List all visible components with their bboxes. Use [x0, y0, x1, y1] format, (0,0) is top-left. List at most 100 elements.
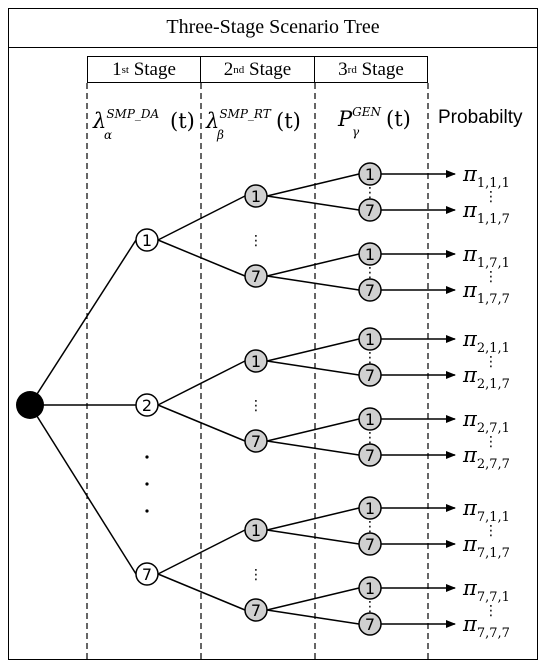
stage2-ellipsis-1: ⋮ — [249, 398, 263, 414]
stage2-node-1-0 — [244, 349, 268, 373]
probability-2-1-1: π2,1,1 — [462, 327, 510, 356]
branch-s2-1-1-to-s3-0 — [266, 418, 360, 442]
stage2-node-0-0 — [244, 184, 268, 208]
branch-s2-1-0-to-s3-1 — [266, 360, 360, 376]
stage-2-word: Stage — [249, 58, 292, 80]
stage3-node-1-0-1-label: 7 — [365, 366, 375, 385]
branch-s2-2-1-to-s3-1 — [266, 609, 360, 625]
stage3-node-0-0-1 — [358, 198, 382, 222]
probability-ellipsis-0-0: ⋮ — [484, 189, 498, 205]
branch-s1-2-to-s2-1 — [157, 573, 246, 611]
branch-s2-2-0-to-s3-1 — [266, 529, 360, 545]
diagram-title: Three-Stage Scenario Tree — [8, 8, 538, 48]
stage2-node-0-1-label: 7 — [251, 267, 261, 286]
stage3-node-0-0-0 — [358, 162, 382, 186]
stage1-dot-1 — [145, 482, 149, 486]
stage3-ellipsis-2-1: ⋮ — [363, 599, 377, 615]
branch-s1-1-to-s2-1 — [157, 404, 246, 442]
stage-3-var-sub: γ — [352, 125, 360, 139]
stage-2-var-arg: (t) — [276, 109, 301, 133]
stage3-node-2-1-0-label: 1 — [365, 579, 375, 598]
stage3-ellipsis-0-0: ⋮ — [363, 185, 377, 201]
stage1-node-1-label: 1 — [142, 231, 152, 250]
stage3-node-2-1-1 — [358, 612, 382, 636]
branch-s2-0-1-to-s3-1 — [266, 275, 360, 291]
tree-annotations: π1,1,1π1,1,7⋮⋮π1,7,1π1,7,7⋮⋮⋮π2,1,1π2,1,… — [145, 162, 510, 641]
branch-s2-0-0-to-s3-1 — [266, 195, 360, 211]
probability-7-7-1: π7,7,1 — [462, 576, 510, 605]
probability-2-7-1: π2,7,1 — [462, 407, 510, 436]
probability-7-7-7: π7,7,7 — [462, 612, 510, 641]
probability-7-1-7: π7,1,7 — [462, 532, 510, 561]
stage2-node-1-1-label: 7 — [251, 432, 261, 451]
branch-root-to-s1-0 — [29, 239, 137, 406]
stage2-node-2-0 — [244, 518, 268, 542]
stage3-node-2-0-0 — [358, 496, 382, 520]
root-node — [16, 391, 44, 419]
stage3-node-1-0-1 — [358, 363, 382, 387]
stage1-node-7 — [135, 562, 159, 586]
stage2-node-2-0-label: 1 — [251, 521, 261, 540]
stage3-ellipsis-0-1: ⋮ — [363, 265, 377, 281]
stage3-node-0-1-0 — [358, 242, 382, 266]
stage-1-word: Stage — [133, 58, 176, 80]
branch-s2-1-1-to-s3-1 — [266, 440, 360, 456]
stage2-node-0-1 — [244, 264, 268, 288]
probability-7-1-1: π7,1,1 — [462, 496, 510, 525]
stage3-node-1-1-0 — [358, 407, 382, 431]
stage3-node-2-0-1-label: 7 — [365, 535, 375, 554]
stage3-node-0-1-1 — [358, 278, 382, 302]
diagram-frame — [8, 8, 538, 660]
probability-1-1-1: π1,1,1 — [462, 162, 510, 191]
stage-3-var-sup: GEN — [352, 105, 381, 119]
branch-s1-1-to-s2-0 — [157, 360, 246, 406]
branch-s2-0-1-to-s3-0 — [266, 253, 360, 277]
branch-s2-2-1-to-s3-0 — [266, 587, 360, 611]
stage-3-word: Stage — [361, 58, 404, 80]
stage2-node-1-0-label: 1 — [251, 352, 261, 371]
stage1-node-1 — [135, 228, 159, 252]
stage2-node-2-1-label: 7 — [251, 601, 261, 620]
stage3-node-2-0-1 — [358, 532, 382, 556]
stage2-node-2-1 — [244, 598, 268, 622]
branch-s2-2-0-to-s3-0 — [266, 507, 360, 531]
stage1-node-2-label: 2 — [142, 396, 152, 415]
stage3-node-0-1-0-label: 1 — [365, 245, 375, 264]
stage3-node-1-0-0 — [358, 327, 382, 351]
stage-1-var-sup: SMP_DA — [106, 107, 159, 121]
stage1-node-2 — [135, 393, 159, 417]
stage3-node-1-1-1-label: 7 — [365, 446, 375, 465]
stage3-node-2-1-1-label: 7 — [365, 615, 375, 634]
stage2-node-1-1 — [244, 429, 268, 453]
stage-2-var-sub: β — [216, 128, 224, 142]
probability-2-1-7: π2,1,7 — [462, 363, 510, 392]
stage3-node-1-1-0-label: 1 — [365, 410, 375, 429]
stage3-node-0-0-1-label: 7 — [365, 201, 375, 220]
stage-1-num: 1 — [112, 58, 122, 80]
stage-2-num: 2 — [223, 58, 234, 80]
probability-1-7-1: π1,7,1 — [462, 242, 510, 271]
stage-1-var-base: λ — [92, 109, 106, 133]
stage-3-sup: rd — [347, 63, 357, 76]
stage-3-num: 3 — [338, 58, 348, 80]
probability-2-7-7: π2,7,7 — [462, 443, 510, 472]
stage2-ellipsis-0: ⋮ — [249, 233, 263, 249]
probability-ellipsis-1-1: ⋮ — [484, 434, 498, 450]
branch-s1-0-to-s2-0 — [157, 195, 246, 241]
stage-3-var-base: P — [337, 107, 353, 131]
stage-2-sup: nd — [233, 63, 245, 76]
probability-1-7-7: π1,7,7 — [462, 278, 510, 307]
stage3-node-0-0-0-label: 1 — [365, 165, 375, 184]
probability-1-1-7: π1,1,7 — [462, 198, 510, 227]
stage1-node-7-label: 7 — [142, 565, 152, 584]
branch-s2-1-0-to-s3-0 — [266, 338, 360, 362]
stage3-ellipsis-2-0: ⋮ — [363, 519, 377, 535]
probability-header: Probabilty — [438, 107, 523, 128]
probability-ellipsis-1-0: ⋮ — [484, 354, 498, 370]
